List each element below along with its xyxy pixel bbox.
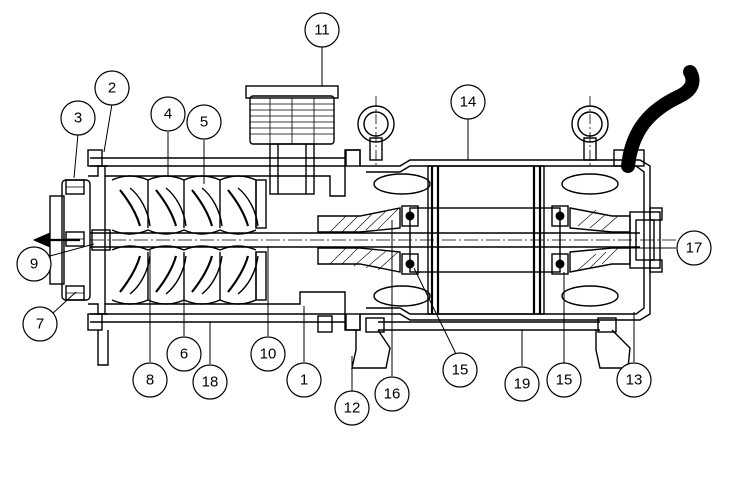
callout-15-right-label: 15	[556, 372, 573, 389]
callout-8: 8	[132, 362, 168, 398]
callout-1: 1	[286, 362, 322, 398]
impeller-stages	[111, 175, 267, 305]
callout-15-left: 15	[442, 352, 478, 388]
callout-4-label: 4	[164, 106, 172, 123]
callout-12: 12	[334, 390, 370, 426]
callout-17: 17	[676, 230, 712, 266]
power-cable	[613, 65, 700, 173]
callout-14-label: 14	[460, 94, 477, 111]
callout-18-label: 18	[202, 374, 219, 391]
callout-15-right: 15	[546, 362, 582, 398]
callout-13-label: 13	[626, 372, 643, 389]
flow-arrow	[32, 232, 80, 248]
motor-housing	[360, 159, 651, 321]
callout-2-label: 2	[108, 80, 116, 97]
callout-16-label: 16	[384, 386, 401, 403]
callout-18: 18	[192, 364, 228, 400]
callout-15-left-label: 15	[452, 362, 469, 379]
callout-16: 16	[374, 376, 410, 412]
callout-10-label: 10	[260, 346, 277, 363]
callout-8-label: 8	[146, 372, 154, 389]
rear-end-cap	[629, 207, 663, 273]
callout-17-label: 17	[686, 240, 703, 257]
callout-7-label: 7	[36, 316, 44, 333]
callout-5: 5	[186, 104, 222, 140]
callout-1-label: 1	[300, 372, 308, 389]
callout-19-label: 19	[514, 376, 531, 393]
callout-10: 10	[250, 336, 286, 372]
callout-7: 7	[22, 306, 58, 342]
shaft	[90, 229, 690, 251]
callout-12-label: 12	[344, 400, 361, 417]
callout-2: 2	[94, 70, 130, 106]
bearing-shields	[317, 205, 631, 275]
support-feet	[351, 317, 631, 369]
callout-13: 13	[616, 362, 652, 398]
callout-9: 9	[16, 246, 52, 282]
callout-4: 4	[150, 96, 186, 132]
callout-6-label: 6	[180, 346, 188, 363]
discharge-strainer	[245, 85, 339, 195]
callout-14: 14	[450, 84, 486, 120]
callout-11-label: 11	[314, 22, 330, 39]
callout-6: 6	[166, 336, 202, 372]
callout-3-label: 3	[74, 110, 82, 127]
callout-3: 3	[60, 100, 96, 136]
callout-11: 11	[304, 12, 340, 48]
callout-9-label: 9	[30, 256, 38, 273]
callout-5-label: 5	[200, 114, 208, 131]
callouts: 1 2 3 4 5 6	[16, 12, 712, 426]
callout-19: 19	[504, 366, 540, 402]
pump-drawing	[32, 65, 700, 369]
lifting-eyes	[357, 96, 609, 168]
